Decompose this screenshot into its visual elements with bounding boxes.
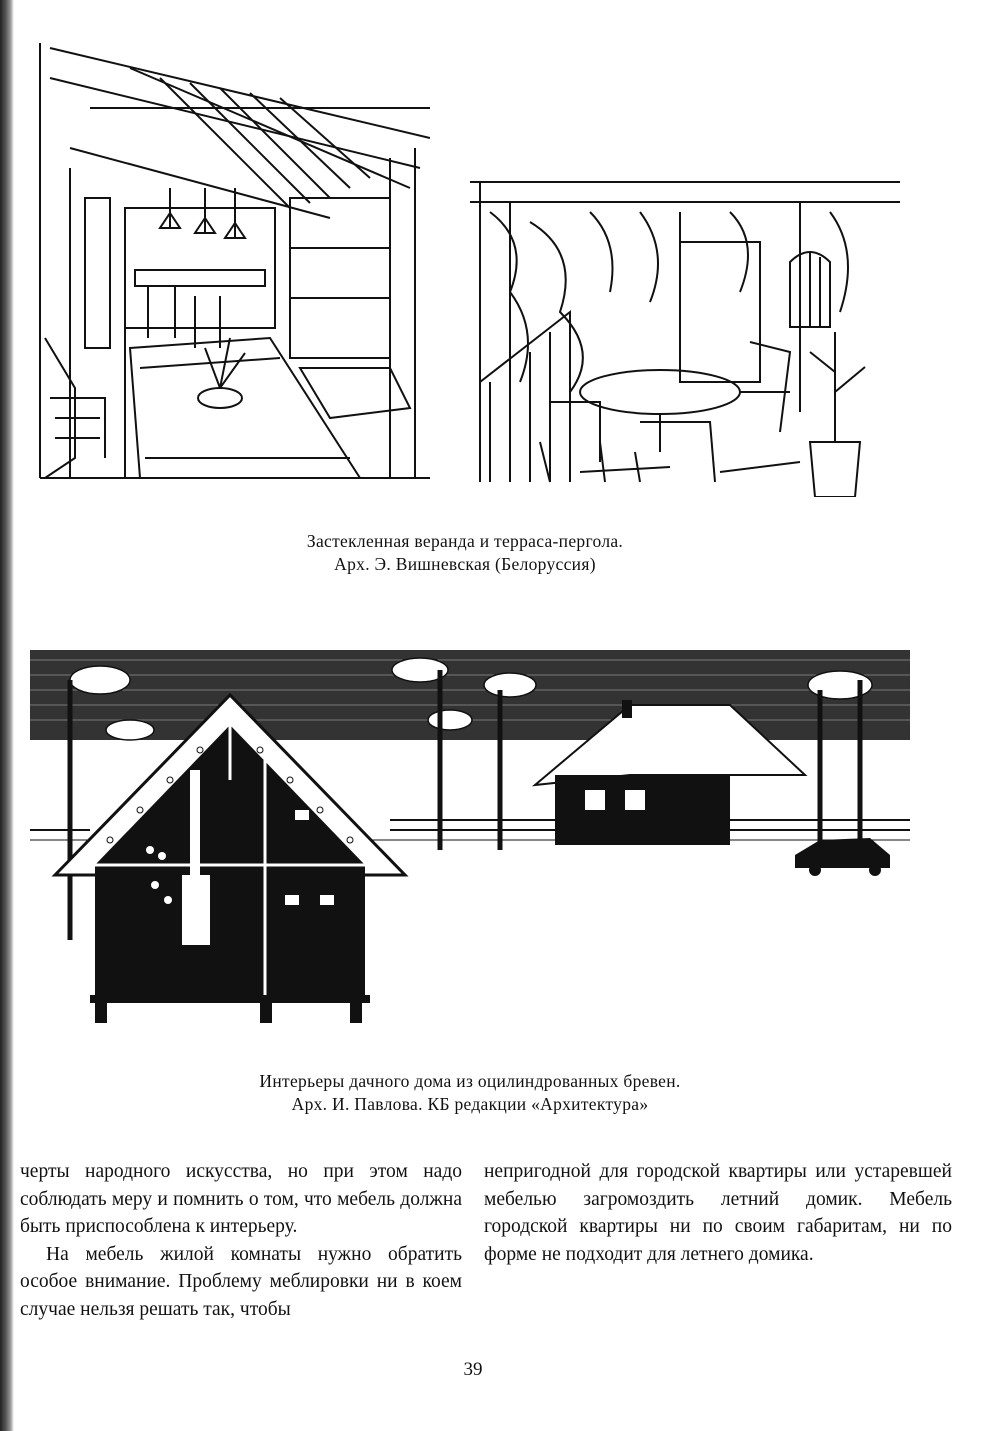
log-house-drawing [30, 650, 910, 1023]
veranda-drawing [39, 43, 430, 479]
pergola-illustration [470, 152, 900, 497]
right-paragraph-1: непригодной для городской квартиры или у… [484, 1161, 952, 1265]
book-binding-shadow [0, 0, 14, 1431]
left-text-column: черты народного искусства, но при этом н… [20, 1158, 462, 1323]
pergola-drawing [470, 181, 900, 497]
figure2-caption: Интерьеры дачного дома из оцилиндрованны… [140, 1070, 800, 1116]
figure1-caption-line2: Арх. Э. Вишневская (Белоруссия) [334, 554, 596, 574]
veranda-illustration [30, 38, 430, 488]
figure1-caption-line1: Застекленная веранда и терраса-пергола. [306, 531, 624, 551]
left-paragraph-2: На мебель жилой комнаты нужно обратить о… [20, 1243, 462, 1320]
left-paragraph-1: черты народного искусства, но при этом н… [20, 1161, 462, 1237]
page-number: 39 [463, 1359, 483, 1380]
figure1-caption: Застекленная веранда и терраса-пергола. … [200, 530, 730, 576]
figure2-caption-line2: Арх. И. Павлова. КБ редакции «Архитектур… [291, 1094, 649, 1114]
log-house-illustration [30, 640, 910, 1030]
right-text-column: непригодной для городской квартиры или у… [484, 1158, 952, 1268]
figure2-caption-line1: Интерьеры дачного дома из оцилиндрованны… [259, 1071, 681, 1091]
